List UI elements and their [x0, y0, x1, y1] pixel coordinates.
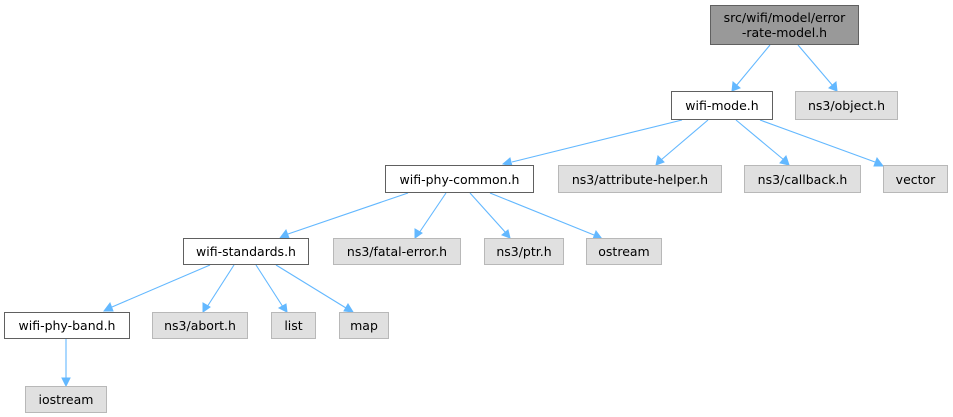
node-wifi-mode-h[interactable]: wifi-mode.h: [671, 91, 773, 120]
arrowhead: [277, 303, 288, 313]
edge-wifi-mode-to-vector: [759, 119, 876, 163]
node-ostream[interactable]: ostream: [586, 238, 662, 265]
node-label: ns3/object.h: [807, 98, 885, 113]
arrowhead: [103, 301, 114, 312]
node-ns3-fatal-error-h[interactable]: ns3/fatal-error.h: [333, 238, 461, 265]
edge-wifi-phy-common-to-fatal-error: [418, 192, 447, 234]
node-label: vector: [895, 171, 936, 187]
node-label: ns3/callback.h: [757, 171, 848, 187]
node-label-line2: -rate-model.h: [741, 25, 828, 40]
node-wifi-phy-band-h[interactable]: wifi-phy-band.h: [4, 312, 130, 339]
arrowhead: [202, 302, 211, 313]
node-iostream[interactable]: iostream: [25, 386, 107, 413]
node-ns3-callback-h[interactable]: ns3/callback.h: [744, 165, 861, 193]
node-label: ns3/attribute-helper.h: [571, 171, 709, 187]
arrowhead: [414, 228, 423, 239]
node-label: ns3/ptr.h: [496, 244, 552, 259]
edge-wifi-phy-common-to-ostream: [489, 192, 595, 236]
edge-wifi-standards-to-map: [275, 264, 347, 309]
arrowhead: [279, 228, 290, 239]
node-ns3-attribute-helper-h[interactable]: ns3/attribute-helper.h: [558, 165, 722, 193]
edge-wifi-phy-common-to-ptr: [469, 192, 507, 234]
node-ns3-object-h[interactable]: ns3/object.h: [795, 91, 898, 120]
node-label: ns3/fatal-error.h: [346, 244, 448, 259]
node-error-rate-model-h[interactable]: src/wifi/model/error -rate-model.h: [710, 5, 859, 45]
arrowhead: [655, 155, 665, 166]
node-label-line1: src/wifi/model/error: [723, 10, 846, 25]
arrowhead: [501, 229, 511, 239]
arrowhead: [873, 156, 884, 167]
edge-wifi-standards-to-list: [255, 264, 284, 308]
node-label: wifi-phy-common.h: [399, 171, 520, 187]
node-vector[interactable]: vector: [883, 165, 948, 193]
arrowhead: [343, 303, 354, 313]
node-label: wifi-standards.h: [196, 244, 296, 259]
arrowhead: [828, 81, 838, 92]
edge-wifi-phy-common-to-wifi-standards: [287, 192, 409, 235]
node-label: list: [284, 318, 303, 333]
node-map[interactable]: map: [339, 312, 389, 339]
arrowhead: [731, 81, 741, 92]
node-label: ostream: [598, 244, 650, 259]
node-wifi-standards-h[interactable]: wifi-standards.h: [183, 238, 309, 265]
node-wifi-phy-common-h[interactable]: wifi-phy-common.h: [385, 165, 534, 193]
edge-root-to-wifi-mode: [735, 44, 771, 87]
node-label: iostream: [38, 392, 94, 407]
edge-wifi-mode-to-attribute-helper: [660, 119, 709, 161]
edge-wifi-standards-to-wifi-phy-band: [111, 264, 211, 308]
node-ns3-ptr-h[interactable]: ns3/ptr.h: [484, 238, 564, 265]
node-label: wifi-phy-band.h: [18, 318, 116, 333]
arrowhead: [779, 155, 790, 166]
node-ns3-abort-h[interactable]: ns3/abort.h: [152, 312, 248, 339]
node-label: map: [350, 318, 378, 333]
edge-wifi-mode-to-callback: [735, 119, 785, 161]
arrowhead: [61, 377, 71, 388]
edge-wifi-mode-to-wifi-phy-common: [511, 119, 683, 163]
edge-root-to-ns3-object: [797, 44, 834, 87]
node-list[interactable]: list: [271, 312, 316, 339]
node-label: wifi-mode.h: [685, 98, 759, 113]
edge-wifi-standards-to-abort: [206, 264, 235, 308]
node-label: ns3/abort.h: [164, 318, 236, 333]
